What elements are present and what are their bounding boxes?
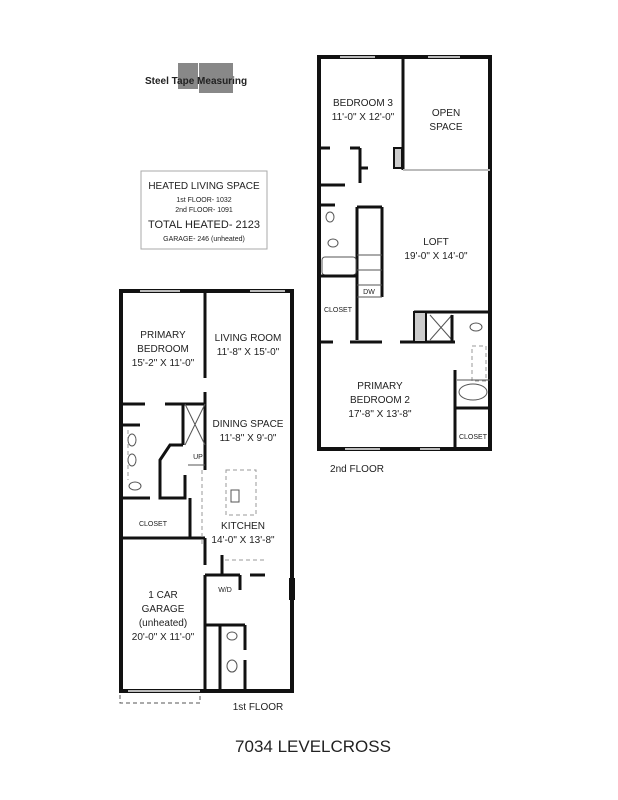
area-summary-box: HEATED LIVING SPACE 1st FLOOR- 1032 2nd … <box>140 170 268 250</box>
room-name: CLOSET <box>139 521 168 528</box>
room-name: SPACE <box>429 122 462 133</box>
summary-total: TOTAL HEATED- 2123 <box>148 219 260 231</box>
room-name: PRIMARY <box>140 330 186 341</box>
room-size: 20'-0" X 11'-0" <box>132 632 195 643</box>
summary-title: HEATED LIVING SPACE <box>148 181 260 192</box>
room-name: BEDROOM 3 <box>333 98 393 109</box>
summary-first-floor: 1st FLOOR- 1032 <box>176 197 231 204</box>
room-name: BEDROOM 2 <box>350 395 410 406</box>
summary-second-floor: 2nd FLOOR- 1091 <box>175 207 233 214</box>
room-name: CLOSET <box>459 434 488 441</box>
floor-label: 1st FLOOR <box>233 702 284 713</box>
second-floor-plan: BEDROOM 3 11'-0" X 12'-0" OPEN SPACE LOF… <box>317 55 492 475</box>
room-size: 11'-8" X 15'-0" <box>217 347 280 358</box>
room-size: 14'-0" X 13'-8" <box>211 535 275 546</box>
floor-label: 2nd FLOOR <box>330 464 384 475</box>
room-name: PRIMARY <box>357 381 403 392</box>
room-name: OPEN <box>432 108 460 119</box>
room-name: (unheated) <box>139 618 187 629</box>
summary-garage: GARAGE- 246 (unheated) <box>163 236 245 243</box>
room-name: BEDROOM <box>137 344 189 355</box>
room-name: KITCHEN <box>221 521 265 532</box>
room-size: 19'-0" X 14'-0" <box>404 251 468 262</box>
room-name: LIVING ROOM <box>215 333 282 344</box>
room-name: 1 CAR <box>148 590 177 601</box>
room-size: 11'-8" X 9'-0" <box>220 433 277 444</box>
room-name: CLOSET <box>324 307 353 314</box>
room-name: GARAGE <box>142 604 185 615</box>
appliance-label: DW <box>363 289 375 296</box>
room-name: DINING SPACE <box>213 419 284 430</box>
stairs-label: UP <box>193 454 203 461</box>
property-address: 7034 LEVELCROSS <box>235 737 391 756</box>
room-size: 11'-0" X 12'-0" <box>332 112 395 123</box>
logo: Steel Tape Measuring <box>145 63 247 93</box>
logo-text: Steel Tape Measuring <box>145 76 247 87</box>
room-size: 15'-2" X 11'-0" <box>132 358 195 369</box>
first-floor-plan: PRIMARY BEDROOM 15'-2" X 11'-0" LIVING R… <box>119 289 295 713</box>
room-size: 17'-8" X 13'-8" <box>348 409 412 420</box>
room-name: W/D <box>218 587 232 594</box>
room-name: LOFT <box>423 237 449 248</box>
